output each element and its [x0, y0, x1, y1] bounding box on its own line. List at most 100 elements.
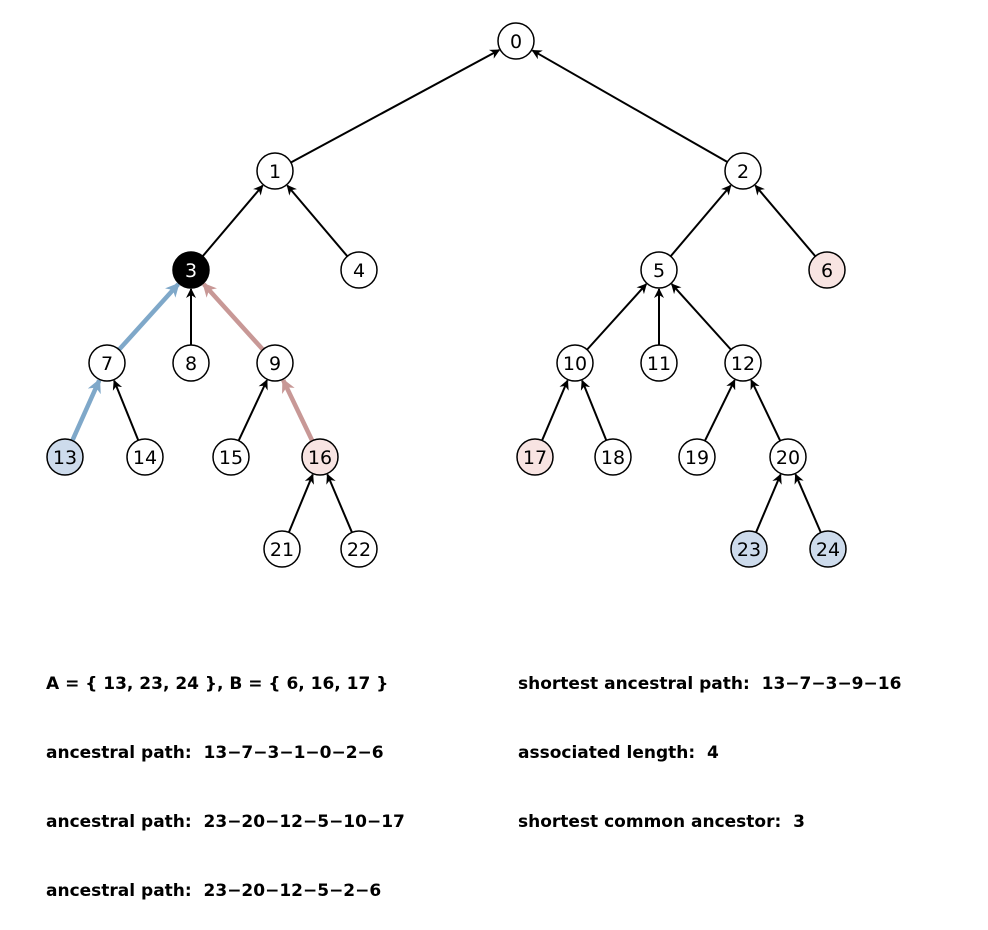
caption-right-block: shortest ancestral path: 13−7−3−9−16 ass…: [518, 634, 901, 861]
shortest-ancestral-path-caption: shortest ancestral path: 13−7−3−9−16: [518, 674, 902, 694]
node-circle: [594, 438, 632, 476]
node-23: 23: [730, 530, 768, 568]
node-label: 7: [101, 353, 113, 375]
node-24: 24: [809, 530, 847, 568]
ancestral-path-caption-3: ancestral path: 23−20−12−5−2−6: [46, 881, 382, 901]
node-17: 17: [516, 438, 554, 476]
node-label: 23: [737, 539, 761, 561]
node-19: 19: [678, 438, 716, 476]
sets-caption: A = { 13, 23, 24 }, B = { 6, 16, 17 }: [46, 674, 389, 694]
node-label: 12: [731, 353, 755, 375]
node-label: 0: [510, 31, 522, 53]
node-label: 1: [269, 161, 281, 183]
node-21: 21: [263, 530, 301, 568]
edge-24-to-20: [794, 473, 822, 533]
node-3: 3: [172, 251, 210, 289]
node-circle: [497, 22, 535, 60]
shortest-common-ancestor-caption: shortest common ancestor: 3: [518, 812, 805, 832]
node-label: 16: [308, 447, 332, 469]
node-label: 9: [269, 353, 281, 375]
node-label: 10: [563, 353, 587, 375]
edge-9-to-3: [202, 282, 265, 352]
node-7: 7: [88, 344, 126, 382]
edge-19-to-12: [704, 379, 736, 442]
edge-16-to-9: [281, 378, 315, 442]
node-11: 11: [640, 344, 678, 382]
caption-left-block: A = { 13, 23, 24 }, B = { 6, 16, 17 } an…: [46, 634, 405, 930]
node-15: 15: [212, 438, 250, 476]
node-label: 17: [523, 447, 547, 469]
node-4: 4: [340, 251, 378, 289]
node-6: 6: [808, 251, 846, 289]
node-circle: [88, 344, 126, 382]
node-8: 8: [172, 344, 210, 382]
node-circle: [730, 530, 768, 568]
node-label: 24: [816, 539, 840, 561]
node-18: 18: [594, 438, 632, 476]
edge-3-to-1: [201, 184, 264, 257]
node-circle: [263, 530, 301, 568]
node-circle: [46, 438, 84, 476]
node-1: 1: [256, 152, 294, 190]
node-label: 11: [647, 353, 671, 375]
node-circle: [724, 152, 762, 190]
node-circle: [516, 438, 554, 476]
node-circle: [640, 344, 678, 382]
node-circle: [340, 251, 378, 289]
edge-14-to-7: [112, 379, 140, 441]
edge-10-to-5: [586, 283, 648, 351]
edges: [70, 49, 822, 533]
node-circle: [809, 530, 847, 568]
node-5: 5: [640, 251, 678, 289]
ancestral-path-caption-1: ancestral path: 13−7−3−1−0−2−6: [46, 743, 384, 763]
node-circle: [172, 344, 210, 382]
edge-4-to-1: [286, 184, 349, 257]
node-12: 12: [724, 344, 762, 382]
node-label: 20: [776, 447, 800, 469]
edge-7-to-3: [117, 282, 180, 352]
node-circle: [769, 438, 807, 476]
edge-2-to-0: [531, 49, 728, 163]
node-13: 13: [46, 438, 84, 476]
associated-length-caption: associated length: 4: [518, 743, 719, 763]
edge-18-to-10: [580, 379, 608, 441]
edge-20-to-12: [750, 379, 782, 442]
edge-22-to-16: [326, 473, 353, 533]
node-label: 8: [185, 353, 197, 375]
node-circle: [301, 438, 339, 476]
node-2: 2: [724, 152, 762, 190]
node-circle: [256, 152, 294, 190]
node-circle: [172, 251, 210, 289]
edge-6-to-2: [754, 184, 817, 257]
node-10: 10: [556, 344, 594, 382]
node-label: 2: [737, 161, 749, 183]
node-label: 22: [347, 539, 371, 561]
node-label: 19: [685, 447, 709, 469]
node-circle: [256, 344, 294, 382]
node-circle: [808, 251, 846, 289]
node-label: 13: [53, 447, 77, 469]
edge-12-to-5: [670, 283, 732, 351]
edge-1-to-0: [290, 49, 501, 164]
edge-5-to-2: [669, 184, 732, 257]
edge-17-to-10: [541, 379, 569, 441]
node-circle: [340, 530, 378, 568]
edge-23-to-20: [755, 473, 782, 533]
node-22: 22: [340, 530, 378, 568]
node-circle: [556, 344, 594, 382]
node-label: 15: [219, 447, 243, 469]
node-16: 16: [301, 438, 339, 476]
node-circle: [640, 251, 678, 289]
node-circle: [678, 438, 716, 476]
node-label: 5: [653, 260, 665, 282]
node-label: 21: [270, 539, 294, 561]
node-9: 9: [256, 344, 294, 382]
node-0: 0: [497, 22, 535, 60]
node-label: 18: [601, 447, 625, 469]
node-14: 14: [126, 438, 164, 476]
node-label: 6: [821, 260, 833, 282]
node-label: 4: [353, 260, 365, 282]
node-circle: [126, 438, 164, 476]
ancestral-path-caption-2: ancestral path: 23−20−12−5−10−17: [46, 812, 405, 832]
